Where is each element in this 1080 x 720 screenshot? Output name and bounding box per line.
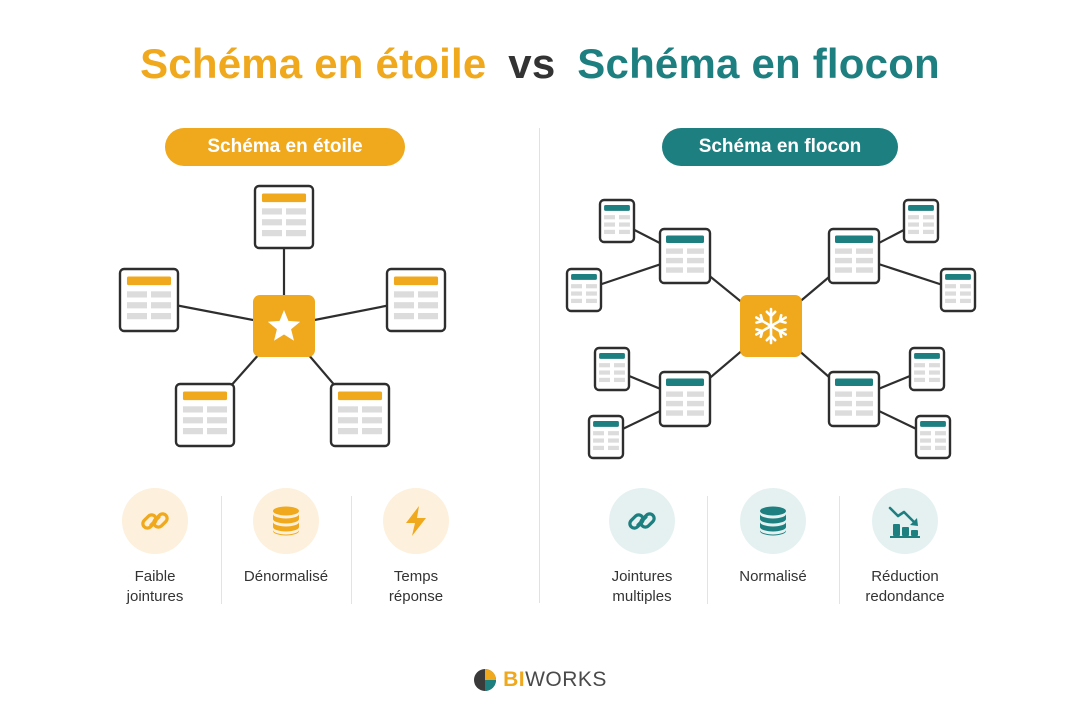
feature-label: Réduction redondance bbox=[865, 568, 945, 605]
fact-table-hub bbox=[740, 295, 802, 357]
link-icon bbox=[609, 488, 675, 554]
brand-works: WORKS bbox=[525, 668, 607, 691]
snowflake-schema-diagram bbox=[565, 198, 977, 460]
title-vs: vs bbox=[508, 40, 556, 87]
section-divider bbox=[539, 128, 540, 603]
dimension-table bbox=[827, 227, 881, 285]
dimension-table bbox=[385, 267, 447, 333]
fact-table-hub bbox=[253, 295, 315, 357]
feature-label: Dénormalisé bbox=[243, 568, 329, 585]
feature-separator bbox=[707, 496, 708, 604]
sub-dimension-table bbox=[565, 267, 603, 313]
dimension-table bbox=[118, 267, 180, 333]
star-schema-diagram bbox=[118, 184, 447, 448]
sub-dimension-table bbox=[908, 346, 946, 392]
sub-dimension-table bbox=[598, 198, 636, 244]
feature-response-time: Temps réponse bbox=[356, 488, 476, 607]
snowflake-icon bbox=[754, 307, 788, 345]
link-icon bbox=[122, 488, 188, 554]
dimension-table bbox=[658, 370, 712, 428]
brand-logo-icon bbox=[474, 669, 497, 691]
dimension-table bbox=[253, 184, 315, 250]
snowflake-schema-pill: Schéma en flocon bbox=[662, 128, 898, 166]
dimension-table bbox=[658, 227, 712, 285]
feature-few-joins: Faible jointures bbox=[95, 488, 215, 607]
feature-label: Jointures multiples bbox=[611, 568, 673, 605]
feature-label: Temps réponse bbox=[388, 568, 444, 605]
database-icon bbox=[740, 488, 806, 554]
database-icon bbox=[253, 488, 319, 554]
feature-multiple-joins: Jointures multiples bbox=[582, 488, 702, 607]
sub-dimension-table bbox=[593, 346, 631, 392]
lightning-icon bbox=[383, 488, 449, 554]
title-star: Schéma en étoile bbox=[140, 40, 487, 87]
feature-label: Faible jointures bbox=[126, 568, 184, 605]
brand-bi: BI bbox=[503, 668, 526, 691]
dimension-table bbox=[174, 382, 236, 448]
sub-dimension-table bbox=[914, 414, 952, 460]
feature-label: Normalisé bbox=[739, 568, 807, 585]
title-snowflake: Schéma en flocon bbox=[577, 40, 940, 87]
feature-normalized: Normalisé bbox=[713, 488, 833, 587]
star-schema-pill: Schéma en étoile bbox=[165, 128, 405, 166]
feature-separator bbox=[221, 496, 222, 604]
feature-separator bbox=[351, 496, 352, 604]
page-title: Schéma en étoile vs Schéma en flocon bbox=[0, 40, 1080, 88]
feature-denormalized: Dénormalisé bbox=[226, 488, 346, 587]
sub-dimension-table bbox=[902, 198, 940, 244]
star-icon bbox=[267, 310, 301, 341]
dimension-table bbox=[827, 370, 881, 428]
sub-dimension-table bbox=[939, 267, 977, 313]
sub-dimension-table bbox=[587, 414, 625, 460]
feature-separator bbox=[839, 496, 840, 604]
dimension-table bbox=[329, 382, 391, 448]
feature-redundancy-reduction: Réduction redondance bbox=[845, 488, 965, 607]
declining-chart-icon bbox=[872, 488, 938, 554]
